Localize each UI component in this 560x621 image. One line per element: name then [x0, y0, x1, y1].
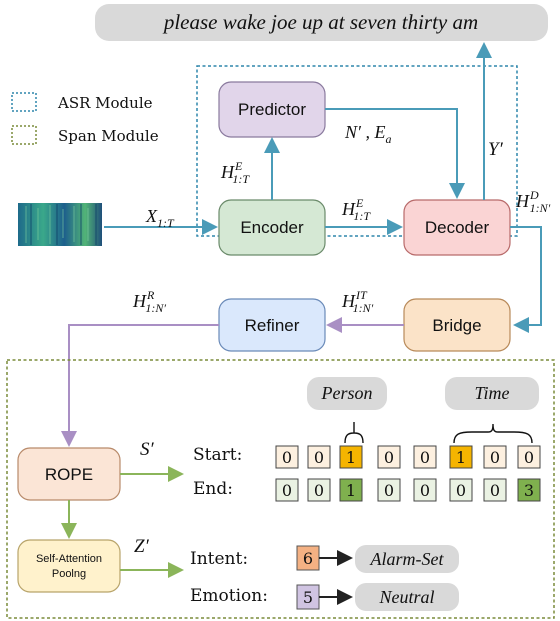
intent-class-bubble	[355, 545, 459, 573]
rope-label: ROPE	[45, 465, 93, 484]
time-label: Time	[474, 383, 509, 403]
end-cell-value: 0	[456, 481, 466, 500]
start-label: Start:	[193, 445, 242, 465]
legend-span-swatch	[11, 125, 37, 145]
decoder-label: Decoder	[425, 218, 490, 237]
intent-class: Alarm-Set	[370, 549, 445, 569]
end-cell-value: 0	[420, 481, 430, 500]
predictor-to-decoder-arrow	[325, 108, 465, 199]
end-row: 0 0 1 0 0 0 0 3	[275, 478, 541, 502]
end-cell	[483, 478, 507, 502]
start-cell	[483, 445, 507, 469]
intent-label: Intent:	[190, 549, 248, 569]
end-cell	[339, 478, 363, 502]
time-brace	[453, 423, 533, 444]
start-cell-value: 1	[346, 448, 356, 467]
start-cell-value: 0	[384, 448, 394, 467]
intent-value: 6	[303, 549, 313, 568]
emotion-class: Neutral	[378, 587, 434, 607]
legend-span-label: Span Module	[58, 127, 159, 145]
refiner-label: Refiner	[245, 316, 300, 335]
emotion-value: 5	[303, 588, 313, 607]
end-cell	[307, 478, 331, 502]
person-label: Person	[321, 383, 373, 403]
start-cell	[449, 445, 473, 469]
emotion-class-bubble	[355, 583, 459, 611]
start-cell	[275, 445, 299, 469]
bridge-label: Bridge	[432, 316, 481, 335]
start-row: 0 0 1 0 0 1 0 0	[275, 445, 541, 469]
legend-asr-label: ASR Module	[57, 94, 153, 112]
end-cell-value: 0	[490, 481, 500, 500]
start-cell-value: 0	[420, 448, 430, 467]
end-cell	[517, 478, 541, 502]
start-cell	[377, 445, 401, 469]
legend-asr-swatch	[11, 92, 37, 112]
sentence-text: please wake joe up at seven thirty am	[162, 10, 478, 34]
start-cell	[307, 445, 331, 469]
person-bubble	[307, 377, 387, 410]
span-module-region	[6, 359, 555, 619]
y-prime-label: Y′	[488, 139, 504, 160]
refiner-to-rope-arrow	[61, 324, 219, 447]
end-cell-value: 1	[346, 481, 356, 500]
sentence-box	[95, 4, 548, 41]
emotion-label: Emotion:	[190, 586, 268, 606]
start-cell-value: 0	[524, 448, 534, 467]
pooling-box	[17, 539, 121, 593]
start-cell-value: 0	[490, 448, 500, 467]
end-cell-value: 0	[282, 481, 292, 500]
start-cell	[413, 445, 437, 469]
x-input-label: X1:T	[145, 206, 175, 230]
start-cell	[339, 445, 363, 469]
encoder-label: Encoder	[240, 218, 304, 237]
time-bubble	[445, 377, 539, 410]
start-cell-value: 1	[456, 448, 466, 467]
end-cell	[275, 478, 299, 502]
start-cell-value: 0	[282, 448, 292, 467]
spectrogram-image	[18, 203, 102, 246]
z-prime-label: Z′	[134, 536, 150, 557]
start-cell-value: 0	[314, 448, 324, 467]
end-cell	[449, 478, 473, 502]
s-prime-label: S′	[140, 439, 155, 460]
end-cell-value: 3	[524, 481, 534, 500]
decoder-to-bridge-arrow	[510, 226, 542, 333]
start-cell	[517, 445, 541, 469]
asr-module-region	[196, 65, 518, 237]
person-brace	[344, 422, 364, 444]
end-cell	[377, 478, 401, 502]
end-cell-value: 0	[314, 481, 324, 500]
end-cell-value: 0	[384, 481, 394, 500]
predictor-label: Predictor	[238, 100, 306, 119]
end-cell	[413, 478, 437, 502]
end-label: End:	[193, 479, 233, 499]
n-prime-label: N′ , Ea	[344, 122, 391, 146]
